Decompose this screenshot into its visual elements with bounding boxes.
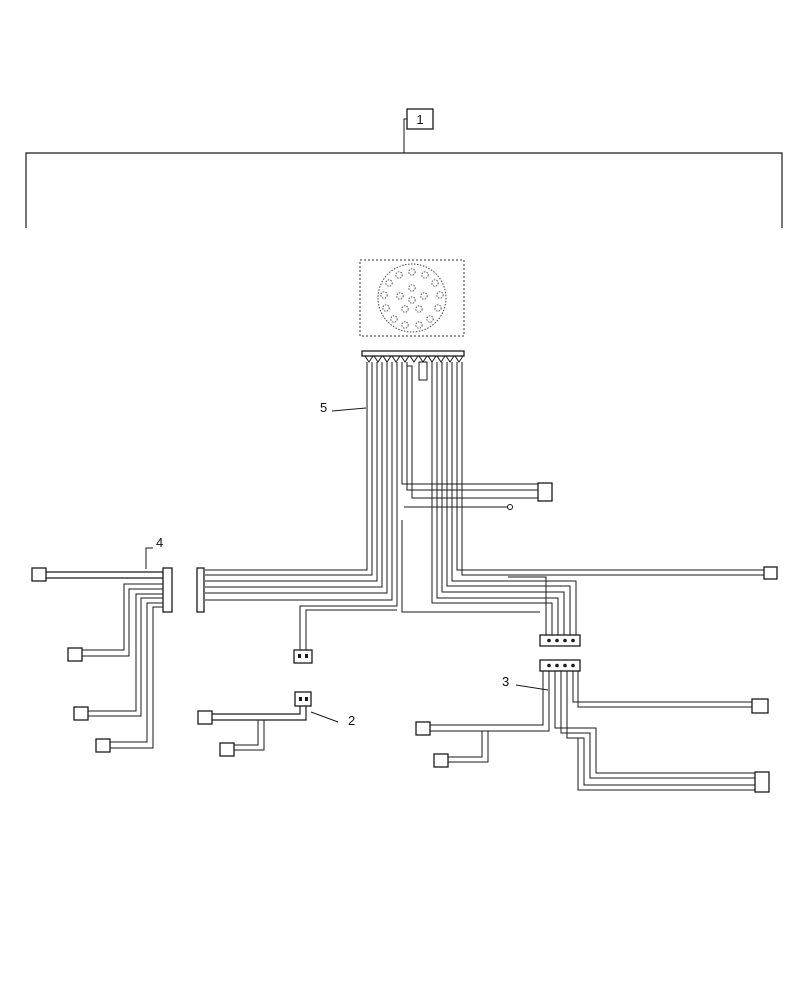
callout-label-4: 4 [156, 535, 163, 550]
harness-5-left-connector [196, 567, 205, 613]
callout-label-5: 5 [320, 400, 327, 415]
harness-5-small-connector [293, 649, 313, 664]
harness-3-right-connector-bottom [754, 771, 770, 793]
callout-label-2: 2 [348, 713, 355, 728]
harness-5-upper-right-connector [537, 482, 553, 502]
connector-pins [380, 268, 444, 329]
callout-label-3: 3 [502, 674, 509, 689]
harness-5: 5 [196, 350, 778, 664]
assembly-bracket: 1 [25, 108, 783, 228]
harness-5-four-pin-connector [539, 634, 581, 647]
harness-4-connector-a [67, 647, 83, 662]
round-connector-detail [359, 259, 465, 337]
harness-4-left-connector [31, 567, 47, 582]
harness-4-connector-c [95, 738, 111, 753]
harness-4-connector-b [73, 706, 89, 721]
harness-3-lower-left-connector [433, 753, 449, 768]
harness-3: 3 [415, 659, 770, 793]
harness-5-right-connector [763, 566, 778, 580]
harness-4: 4 [31, 535, 173, 753]
harness-3-left-connector [415, 721, 431, 736]
harness-3-right-connector-top [751, 698, 769, 714]
callout-label-1: 1 [416, 112, 423, 127]
harness-2: 2 [197, 691, 355, 757]
harness-2-left-connector [197, 710, 213, 725]
harness-4-main-connector [162, 567, 173, 613]
terminal-strip [361, 350, 465, 357]
harness-3-four-pin-connector [539, 659, 581, 672]
harness-2-connector [294, 691, 312, 707]
harness-2-lower-connector [219, 742, 235, 757]
